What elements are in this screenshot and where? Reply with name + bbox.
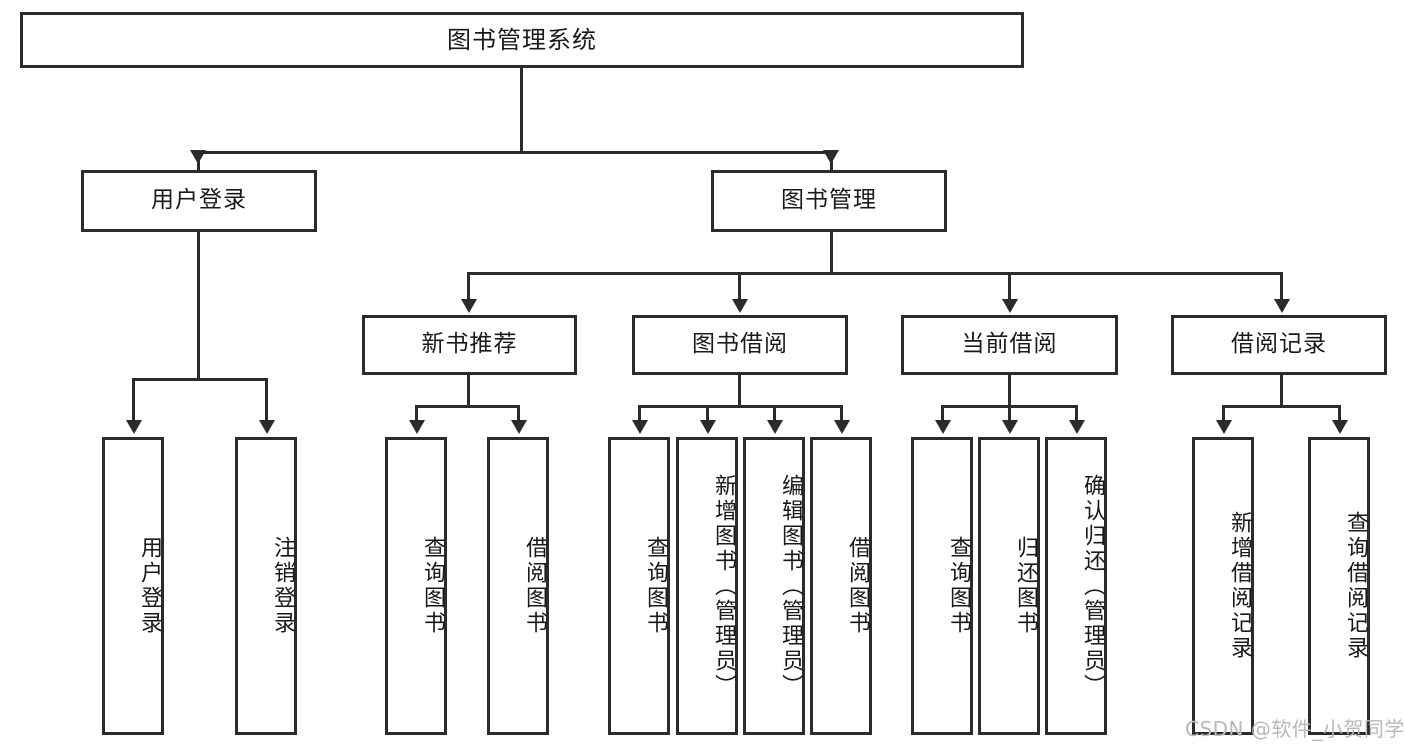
edge-current-borrow-c2: [1008, 405, 1011, 423]
leaf-current-query-book[interactable]: 查询图书: [911, 437, 973, 735]
leaf-user-login-login[interactable]: 用户登录: [102, 437, 164, 735]
leaf-borrow-borrow-book[interactable]: 借阅图书: [810, 437, 872, 735]
edge-user-login-stem: [197, 232, 200, 380]
edge-book-borrow-bus: [638, 405, 843, 408]
node-book-management[interactable]: 图书管理: [711, 170, 947, 232]
leaf-borrow-add-book-admin[interactable]: 新增图书（管理员）: [676, 437, 738, 735]
edge-to-book-borrow: [738, 272, 741, 302]
leaf-record-add-record[interactable]: 新增借阅记录: [1192, 437, 1254, 735]
edge-new-book-rec-c1: [415, 405, 418, 423]
node-new-book-recommend[interactable]: 新书推荐: [362, 315, 577, 375]
edge-to-new-book-rec: [467, 272, 470, 302]
edge-user-login-bus: [132, 378, 267, 381]
arrow-book-borrow-c1: [632, 420, 648, 434]
edge-root-bus: [197, 151, 833, 154]
arrow-book-borrow-c4: [834, 420, 850, 434]
edge-current-borrow-c3: [1075, 405, 1078, 423]
leaf-new-book-query[interactable]: 查询图书: [385, 437, 447, 735]
edge-current-borrow-stem: [1008, 375, 1011, 408]
edge-borrow-record-c1: [1222, 405, 1225, 423]
edge-user-login-child2: [265, 378, 268, 423]
edge-book-borrow-c4: [840, 405, 843, 423]
arrow-to-user-login: [190, 150, 206, 164]
edge-to-user-login: [197, 151, 200, 184]
arrow-book-borrow-c3: [767, 420, 783, 434]
arrow-book-borrow-c2: [700, 420, 716, 434]
arrow-to-new-book-rec: [461, 299, 477, 313]
leaf-user-login-logout[interactable]: 注销登录: [235, 437, 297, 735]
edge-to-book-manage: [830, 151, 833, 184]
arrow-new-book-rec-c1: [409, 420, 425, 434]
node-book-borrow[interactable]: 图书借阅: [632, 315, 848, 375]
arrow-borrow-record-c1: [1216, 420, 1232, 434]
node-current-borrow[interactable]: 当前借阅: [901, 315, 1118, 375]
leaf-current-confirm-return-admin[interactable]: 确认归还（管理员）: [1045, 437, 1107, 735]
edge-borrow-record-stem: [1280, 375, 1283, 408]
arrow-current-borrow-c3: [1069, 420, 1085, 434]
node-root-library-system[interactable]: 图书管理系统: [20, 12, 1024, 68]
arrow-to-book-borrow: [732, 299, 748, 313]
node-user-login[interactable]: 用户登录: [81, 170, 317, 232]
arrow-to-book-manage: [823, 150, 839, 164]
edge-book-borrow-c2: [706, 405, 709, 423]
edge-new-book-rec-bus: [415, 405, 520, 408]
arrow-to-current-borrow: [1002, 299, 1018, 313]
edge-borrow-record-c2: [1338, 405, 1341, 423]
edge-borrow-record-bus: [1222, 405, 1341, 408]
edge-book-manage-bus: [467, 272, 1283, 275]
node-borrow-record[interactable]: 借阅记录: [1171, 315, 1387, 375]
arrow-new-book-rec-c2: [511, 420, 527, 434]
edge-book-borrow-c3: [773, 405, 776, 423]
edge-root-stem: [520, 67, 523, 153]
leaf-new-book-borrow[interactable]: 借阅图书: [487, 437, 549, 735]
arrow-current-borrow-c1: [935, 420, 951, 434]
leaf-borrow-edit-book-admin[interactable]: 编辑图书（管理员）: [743, 437, 805, 735]
edge-book-borrow-stem: [738, 375, 741, 408]
edge-new-book-rec-c2: [517, 405, 520, 423]
arrow-user-login-child1: [126, 420, 142, 434]
leaf-record-query-record[interactable]: 查询借阅记录: [1308, 437, 1370, 735]
leaf-current-return-book[interactable]: 归还图书: [978, 437, 1040, 735]
edge-to-current-borrow: [1008, 272, 1011, 302]
edge-new-book-rec-stem: [467, 375, 470, 408]
edge-current-borrow-c1: [941, 405, 944, 423]
edge-to-borrow-record: [1280, 272, 1283, 302]
arrow-user-login-child2: [259, 420, 275, 434]
edge-user-login-child1: [132, 378, 135, 423]
edge-book-manage-stem: [830, 232, 833, 274]
arrow-current-borrow-c2: [1002, 420, 1018, 434]
arrow-to-borrow-record: [1274, 299, 1290, 313]
edge-book-borrow-c1: [638, 405, 641, 423]
leaf-borrow-query-book[interactable]: 查询图书: [608, 437, 670, 735]
arrow-borrow-record-c2: [1332, 420, 1348, 434]
